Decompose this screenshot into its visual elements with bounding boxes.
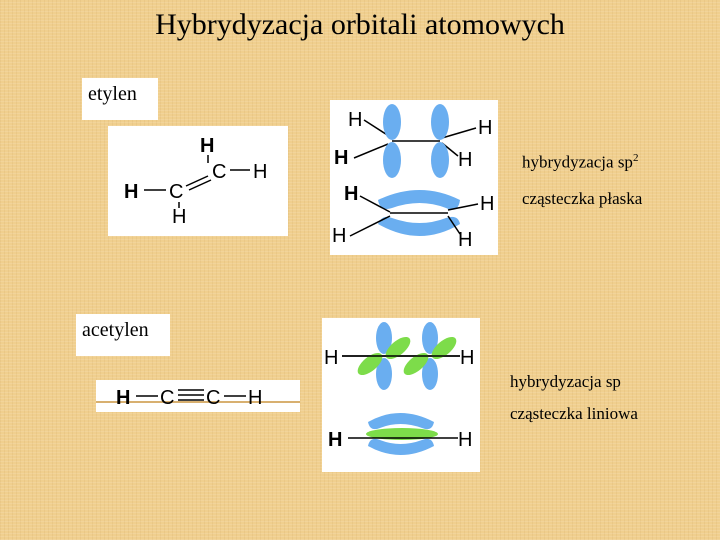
atom-h: H	[253, 161, 267, 183]
p-orbital-lobe	[422, 322, 438, 354]
atom-h: H	[328, 429, 342, 451]
p-orbital-lobe	[376, 358, 392, 390]
atom-h: H	[348, 109, 362, 131]
p-orbital-lobe	[383, 104, 401, 140]
atom-h: H	[478, 117, 492, 139]
acetylene-orbital-diagram: H H H H	[322, 318, 480, 472]
pi-bond-lower	[368, 438, 434, 455]
acetylene-label: acetylen	[76, 314, 170, 356]
atom-h: H	[460, 347, 474, 369]
atom-h: H	[116, 387, 130, 409]
pi-bond-upper	[378, 190, 460, 210]
ethylene-orbital-diagram: H H H H H H H H	[330, 100, 498, 255]
page-title: Hybrydyzacja orbitali atomowych	[155, 8, 565, 41]
p-orbital-lobe	[403, 352, 429, 376]
atom-h: H	[172, 206, 186, 228]
ethylene-hybridization-note: hybrydyzacja sp2	[522, 152, 639, 172]
ethylene-shape-note: cząsteczka płaska	[522, 189, 643, 208]
acetylene-shape-note: cząsteczka liniowa	[510, 404, 638, 423]
atom-c: C	[212, 161, 226, 183]
p-orbital-lobe	[422, 358, 438, 390]
p-orbital-lobe	[431, 104, 449, 140]
atom-h: H	[124, 181, 138, 203]
atom-h: H	[458, 429, 472, 451]
p-orbital-lobe	[376, 322, 392, 354]
acetylene-hybridization-note: hybrydyzacja sp	[510, 372, 621, 391]
atom-c: C	[206, 387, 220, 409]
atom-h: H	[332, 225, 346, 247]
atom-h: H	[200, 135, 214, 157]
atom-h: H	[458, 229, 472, 251]
atom-h: H	[248, 387, 262, 409]
pi-bond-upper	[368, 413, 434, 430]
p-orbital-lobe	[383, 142, 401, 178]
p-orbital-lobe	[385, 336, 411, 360]
atom-c: C	[160, 387, 174, 409]
atom-h: H	[458, 149, 472, 171]
atom-h: H	[480, 193, 494, 215]
p-orbital-lobe	[431, 142, 449, 178]
atom-h: H	[344, 183, 358, 205]
pi-bond-lower	[378, 216, 460, 236]
pi-bond-green	[366, 428, 438, 440]
atom-h: H	[334, 147, 348, 169]
p-orbital-lobe	[431, 336, 457, 360]
acetylene-structural-formula: H C C H	[96, 380, 300, 412]
ethylene-label: etylen	[82, 78, 158, 120]
ethylene-structural-formula: H C H H C H	[108, 126, 288, 236]
atom-c: C	[169, 181, 183, 203]
atom-h: H	[324, 347, 338, 369]
p-orbital-lobe	[357, 352, 383, 376]
